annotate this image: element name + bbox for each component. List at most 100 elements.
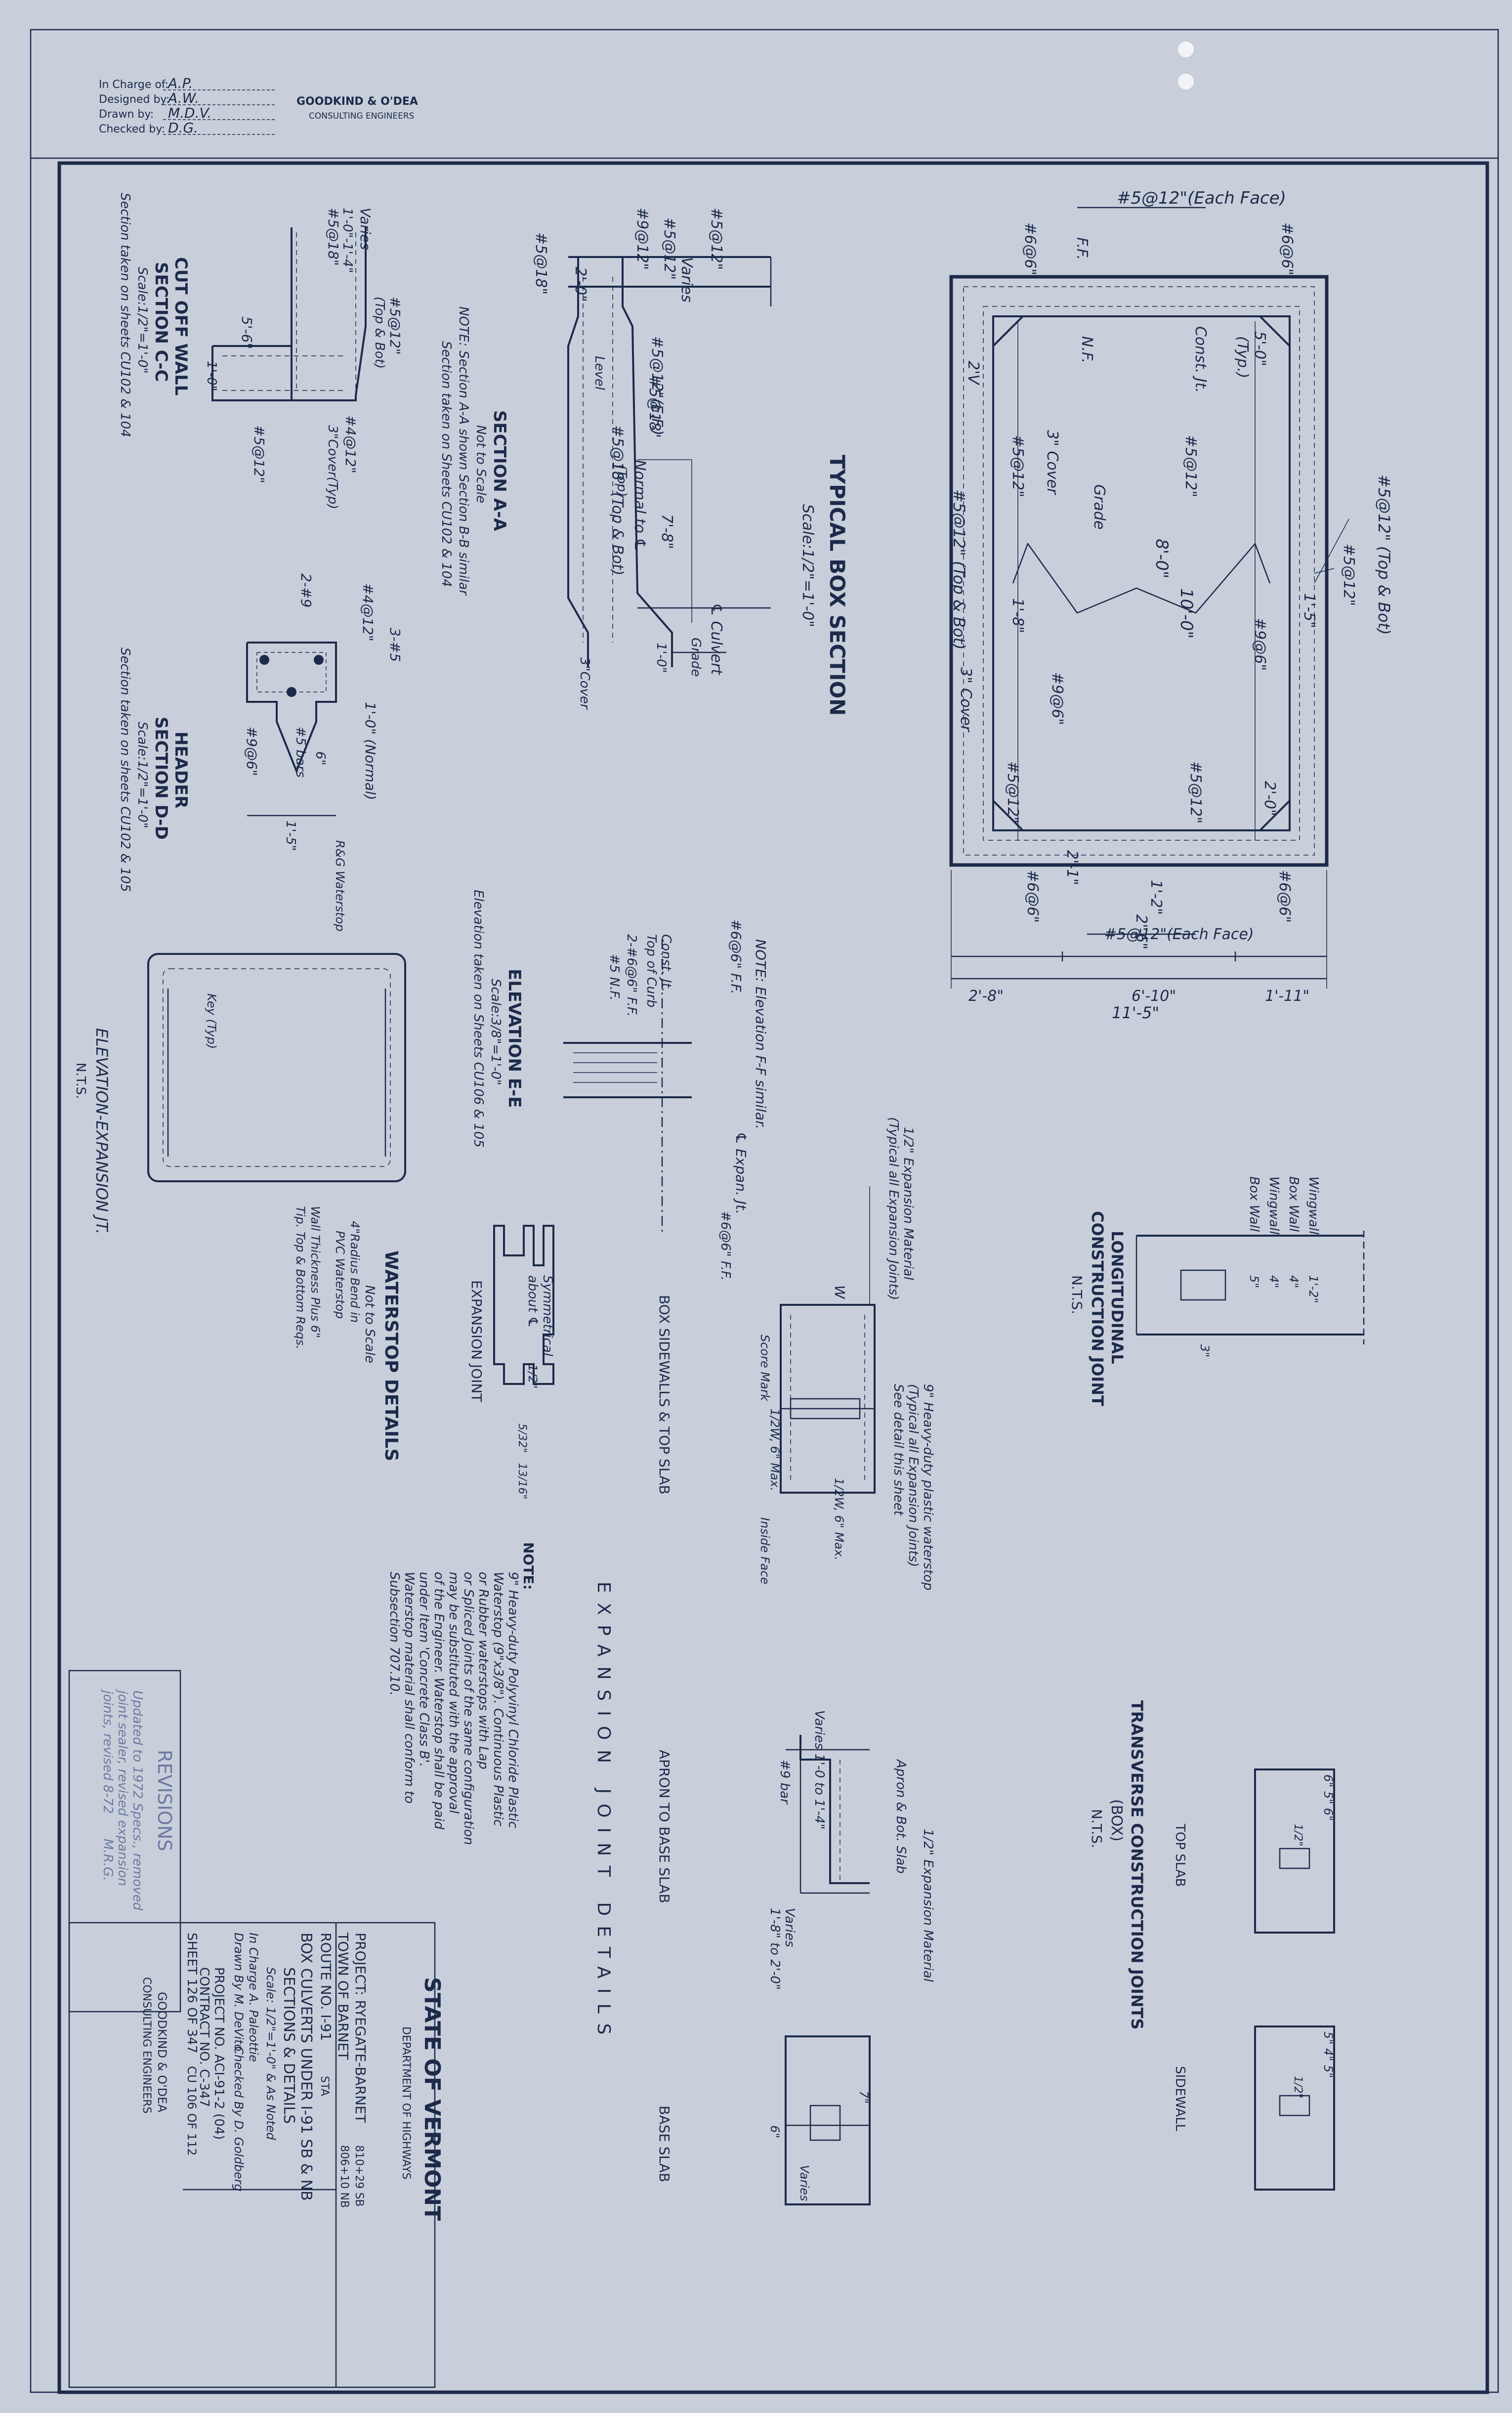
label-9-6-b: #9@6" bbox=[1251, 618, 1268, 671]
punch-hole bbox=[1178, 74, 1194, 89]
cc-label-b3: #4@12" bbox=[342, 415, 359, 474]
label-2-8: 2'-8" bbox=[968, 988, 1004, 1005]
exp-label-ps2: (Typical all Expansion Joints) bbox=[906, 1384, 921, 1567]
exp-label-varies-side: Varies bbox=[798, 2165, 811, 2201]
label-top-bot-left: #5@12" (Top & Bot) bbox=[950, 489, 968, 650]
in-charge-label: In Charge of: bbox=[99, 79, 168, 91]
expansion-title: EXPANSION JOINT DETAILS bbox=[593, 1582, 614, 2044]
tb-route: ROUTE NO. I-91 bbox=[318, 1933, 334, 2041]
label-top-bot-right: #5@12" (Top & Bot) bbox=[1375, 474, 1393, 635]
cc-label-5-6: 5'-6" bbox=[239, 316, 255, 349]
aa-label-b1: #5@12" bbox=[708, 208, 725, 270]
punch-hole bbox=[1178, 42, 1194, 57]
ws-label-thick: Wall Thickness Plus 6" bbox=[308, 1206, 322, 1338]
aa-label-b7: #5@18" bbox=[532, 232, 549, 295]
tb-project: PROJECT: RYEGATE-BARNET bbox=[352, 1933, 369, 2123]
tb-drawn: Drawn By M. DeVito bbox=[232, 1933, 246, 2051]
tb-cu: CU 106 OF 112 bbox=[185, 2066, 199, 2156]
label-1-8: 1'-8" bbox=[1009, 598, 1026, 633]
label-bot-each-face: #5@12"(Each Face) bbox=[1104, 926, 1254, 943]
waterstop-scale: Not to Scale bbox=[362, 1285, 377, 1363]
label-typ: (Typ.) bbox=[1234, 336, 1251, 378]
exp-box-detail bbox=[780, 1304, 876, 1494]
dd-label-b2: #4@12" bbox=[360, 583, 376, 642]
exp-base-title: BASE SLAB bbox=[656, 2106, 672, 2182]
tb-firm1: GOODKIND & O'DEA bbox=[155, 1992, 169, 2112]
aa-label-top: (Top) bbox=[614, 465, 629, 497]
tj-d2: 1/2" bbox=[1292, 2076, 1304, 2099]
aa-label-b3: #5@18" bbox=[646, 376, 663, 438]
tb-sta-label: STA bbox=[318, 2076, 331, 2096]
elevation-ee-note: Elevation taken on Sheets CU106 & 105 bbox=[471, 890, 486, 1148]
label-6-10: 6'-10" bbox=[1132, 988, 1176, 1005]
tj-nts: N.T.S. bbox=[1089, 1809, 1105, 1848]
cc-label-b2: #5@12" bbox=[387, 297, 403, 355]
dd-label-b5: #5 bars bbox=[293, 727, 308, 777]
label-5-12-e: #5@12" bbox=[1004, 761, 1021, 823]
aa-label-b6: #5@12" bbox=[661, 217, 678, 280]
ws-label-symmetrical: Symmetrical bbox=[540, 1275, 555, 1357]
section-dd: 3-#5 #4@12" 2-#9 1'-0" (Normal) #9@6" #5… bbox=[118, 573, 403, 892]
section-cc-note: Section taken on sheets CU102 & 104 bbox=[118, 193, 132, 437]
cc-label-topbot: (Top & Bot) bbox=[372, 297, 387, 369]
exp-note-line: may be substituted with the approval bbox=[446, 1572, 461, 1814]
section-dd-title2: SECTION D-D bbox=[151, 717, 171, 840]
label-3-cover-b: 3" Cover bbox=[957, 667, 974, 733]
tb-state: STATE OF VERMONT bbox=[420, 1977, 445, 2221]
section-dd-title1: HEADER bbox=[171, 732, 191, 809]
label-2-6: 2'-6" bbox=[1133, 914, 1150, 949]
exp-label-apron: Apron & Bot. Slab bbox=[893, 1759, 908, 1874]
ee-label-b2: #5 N.F. bbox=[607, 954, 622, 1000]
exp-label-typ-all: (Typical all Expansion Joints) bbox=[886, 1117, 901, 1300]
exp-note-line: Waterstop (9"x3/8"). Continuous Plastic bbox=[491, 1572, 505, 1826]
ee-label-const-jt: Const. Jt. bbox=[659, 934, 673, 992]
label-grade: Grade bbox=[1091, 484, 1108, 529]
revisions-line3: joints, revised 8-72 bbox=[100, 1689, 115, 1814]
section-aa: #5@12" #9@12" #5@12" #5@18" #5@18" (Top … bbox=[439, 208, 772, 710]
tj-top-dims: 6" 5" 6" bbox=[1321, 1774, 1335, 1821]
inner-border bbox=[57, 161, 1489, 2394]
exp-label-varies-range: 1'-8" to 2'-0" bbox=[767, 1908, 782, 1990]
ws-label-d-small2: 13/16" bbox=[516, 1463, 528, 1500]
lj-dim-0: 1'-2" bbox=[1306, 1275, 1320, 1303]
tj-sidewall-label: SIDEWALL bbox=[1173, 2066, 1187, 2131]
elevation-ee: #6@6" F.F. Const. Jt. Top of Curb 2-#6@6… bbox=[471, 890, 769, 1281]
tb-contract: CONTRACT NO. C-347 bbox=[197, 1967, 211, 2107]
exp-label-ps: 9" Heavy-duty plastic waterstop bbox=[921, 1384, 935, 1591]
aa-label-b5: #5@12"(E.F.) bbox=[648, 336, 666, 435]
exp-note-line: or Rubber waterstops with Lap bbox=[476, 1572, 491, 1769]
lj-row-1: Box Wall bbox=[1286, 1176, 1301, 1232]
section-aa-note1: NOTE: Section A-A shown Section B-B simi… bbox=[456, 306, 471, 596]
exp-label-d7: 7" bbox=[857, 2091, 871, 2104]
ws-elev-nts: N.T.S. bbox=[73, 1063, 88, 1099]
ee-label-b1: 2-#6@6" F.F. bbox=[624, 934, 639, 1017]
waterstop-title: WATERSTOP DETAILS bbox=[381, 1250, 401, 1461]
exp-note-line: 9" Heavy-duty Polyvinyl Chloride Plastic bbox=[505, 1572, 520, 1828]
label-bar-6-6-c: #6@6" bbox=[1276, 870, 1293, 923]
cc-label-varies-range: 1'-0"-1'-4" bbox=[340, 208, 355, 273]
tb-checked: Checked By D. Goldberg bbox=[232, 2046, 246, 2192]
aa-label-cover: 3"Cover bbox=[577, 657, 592, 710]
exp-label-inside: Inside Face bbox=[758, 1517, 772, 1585]
ws-label-expansion-joint: EXPANSION JOINT bbox=[468, 1280, 485, 1402]
tb-sheet: SHEET 126 OF 347 bbox=[184, 1933, 199, 2053]
tb-sta2: 806+10 NB bbox=[338, 2145, 350, 2208]
label-2-0: 2'-0" bbox=[1261, 781, 1278, 816]
ws-label-rubber: R&G Waterstop bbox=[333, 840, 347, 932]
label-1-2: 1'-2" bbox=[1147, 880, 1165, 915]
designed-label: Designed by: bbox=[99, 93, 169, 106]
aa-label-b4: #5@18" (Top & Bot) bbox=[609, 425, 626, 575]
typical-box-scale: Scale:1/2"=1'-0" bbox=[799, 504, 816, 627]
revisions-line1: Updated to 1972 Specs., removed bbox=[130, 1690, 145, 1911]
label-ff: F.F. bbox=[1073, 237, 1091, 260]
exp-note-line: under Item 'Concrete Class B'. bbox=[417, 1572, 431, 1767]
dd-label-b3: 2-#9 bbox=[298, 573, 314, 607]
ws-label-radius: 4"Radius Bend in bbox=[348, 1221, 362, 1323]
label-10-0: 10'-0" bbox=[1176, 588, 1196, 639]
box-outer-wall bbox=[949, 275, 1329, 867]
longitudinal-joint: Wingwall Box Wall Wingwall Box Wall 1'-2… bbox=[1069, 1176, 1365, 1406]
tj-side-dims: 5" 4" 5" bbox=[1321, 2031, 1335, 2078]
exp-label-score: Score Mark bbox=[758, 1335, 772, 1402]
section-cc-title2: SECTION C-C bbox=[151, 262, 171, 382]
